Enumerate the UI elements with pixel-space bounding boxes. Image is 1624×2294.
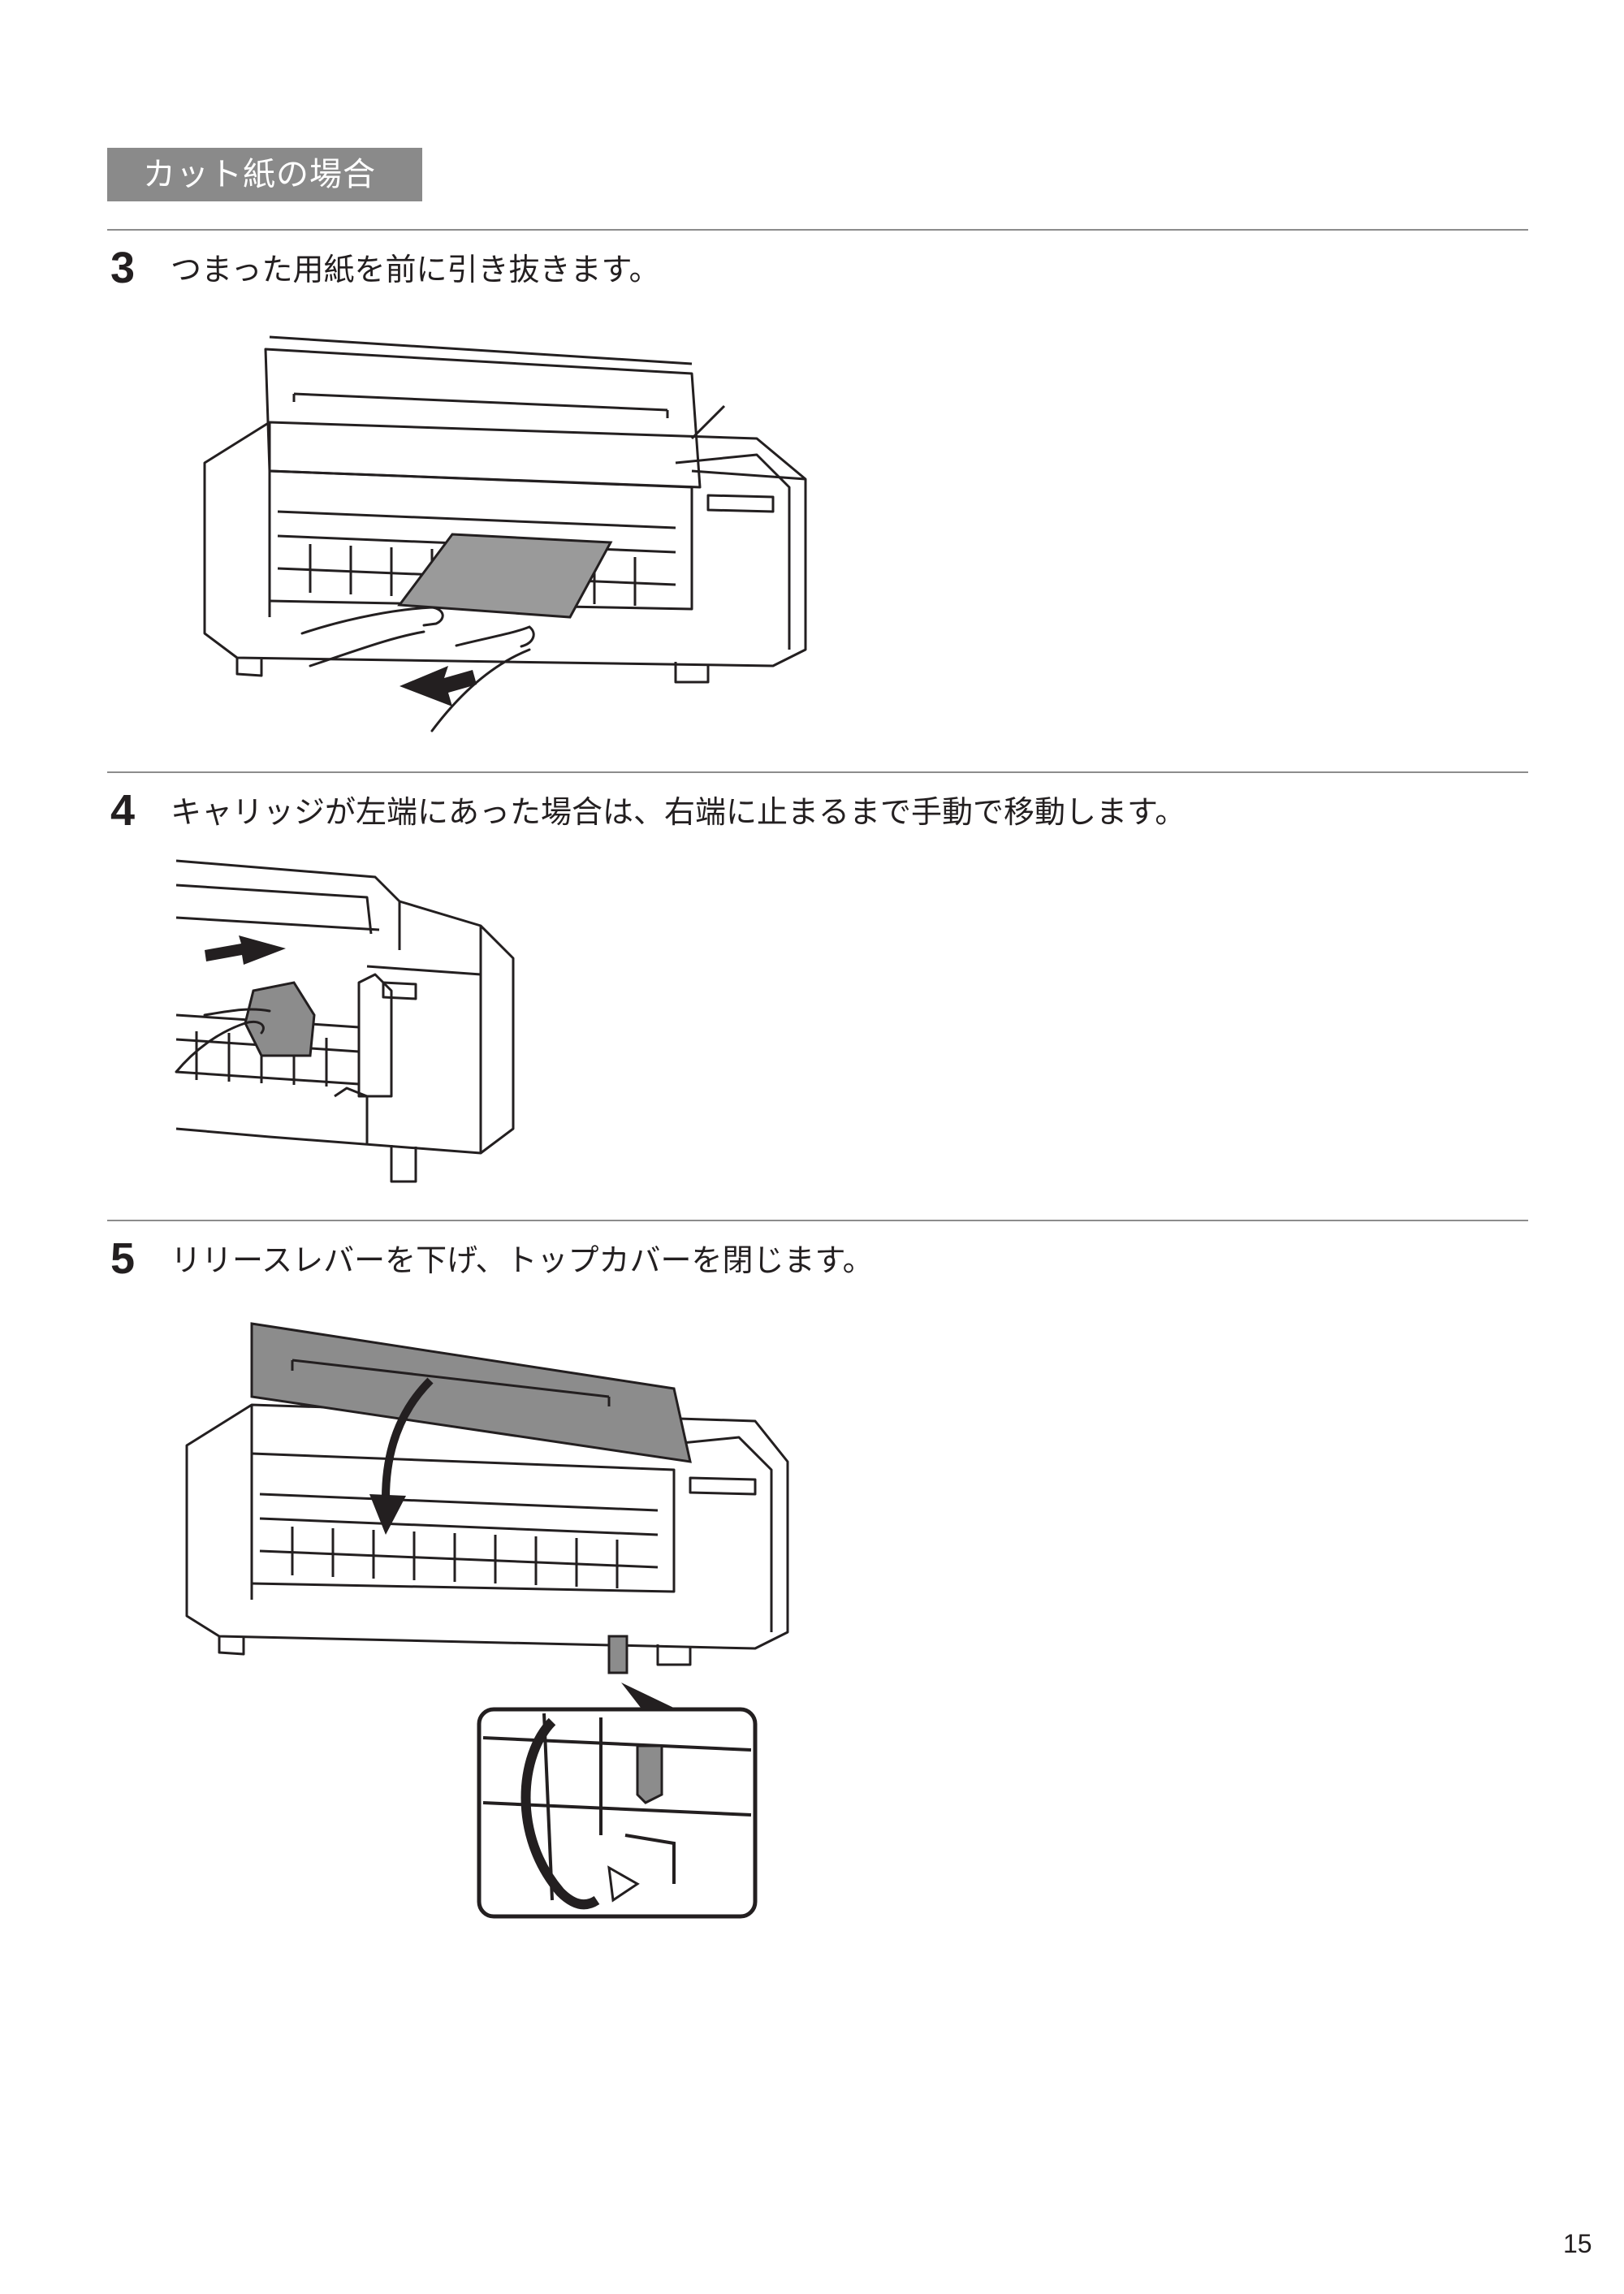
step-5-number: 5: [110, 1234, 136, 1283]
figure-pull-out-paper: [203, 335, 807, 732]
divider: [107, 771, 1528, 773]
figure-close-top-cover: [185, 1322, 789, 1919]
section-title: カット紙の場合: [107, 148, 422, 201]
divider: [107, 229, 1528, 231]
step-3-number: 3: [110, 244, 136, 292]
step-4-number: 4: [110, 786, 136, 835]
page-number: 15: [1563, 2229, 1592, 2258]
step-4-text: キャリッジが左端にあった場合は、右端に止まるまで手動で移動します。: [171, 794, 1186, 830]
step-5-text: リリースレバーを下げ、トップカバーを閉じます。: [171, 1242, 874, 1278]
figure-move-carriage: [175, 859, 515, 1183]
step-3-text: つまった用紙を前に引き抜きます。: [171, 252, 660, 287]
divider: [107, 1220, 1528, 1221]
